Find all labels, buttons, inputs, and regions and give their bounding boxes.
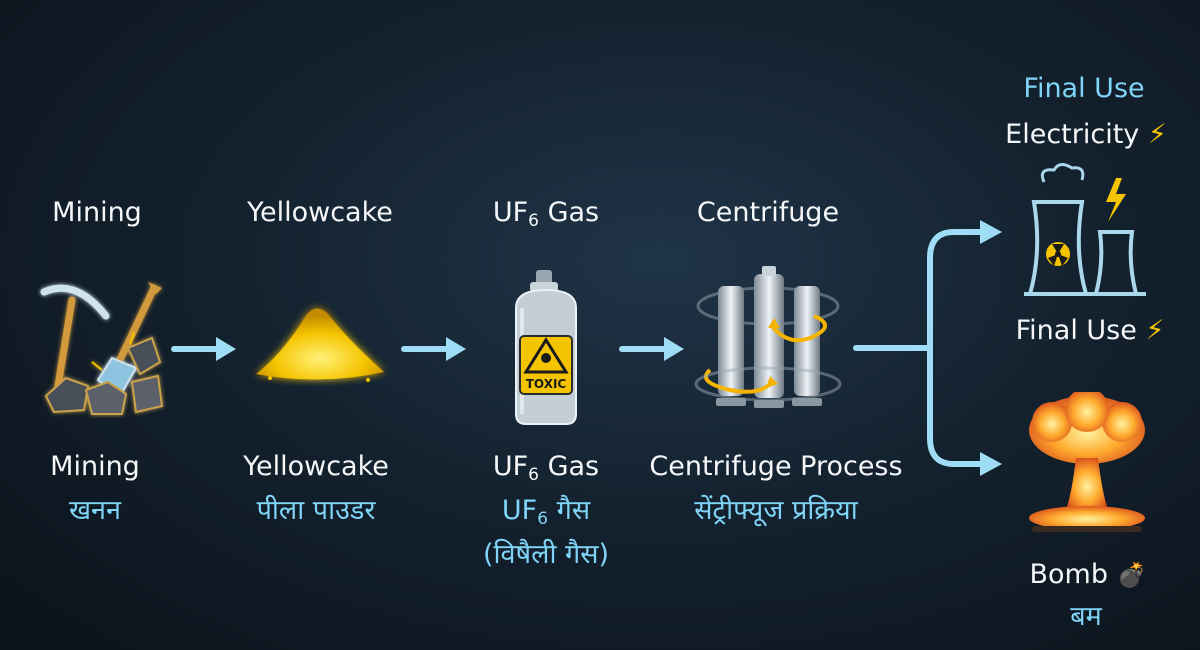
centrifuge-hi-label: सेंट्रीफ्यूज प्रक्रिया <box>694 495 858 526</box>
arrow-uf6-to-centrifuge <box>619 337 684 361</box>
cylinder-toxic-label: TOXIC <box>526 377 567 391</box>
centrifuge-top-label: Centrifuge <box>696 197 840 228</box>
final-use-label: Final Use ⚡ <box>1015 315 1165 346</box>
mining-top-label: Mining <box>52 197 142 228</box>
powder-pile-icon <box>256 308 384 382</box>
yellowcake-top-label: Yellowcake <box>247 197 393 228</box>
yellowcake-en-label: Yellowcake <box>243 451 389 482</box>
electricity-label: Electricity ⚡ <box>1005 119 1167 150</box>
gas-cylinder-icon: TOXIC <box>515 270 577 425</box>
centrifuge-icon <box>694 266 842 408</box>
mining-hi-label: खनन <box>68 495 122 526</box>
lightning-icon-2: ⚡ <box>1145 315 1165 346</box>
uf6-hi-label: UF6 गैस <box>501 495 591 529</box>
pickaxe-shovel-icon <box>40 282 164 415</box>
branch-arrow <box>853 220 1002 476</box>
mushroom-cloud-icon <box>1029 392 1145 532</box>
arrow-mining-to-yellowcake <box>171 337 236 361</box>
uf6-hi-note: (विषैली गैस) <box>482 539 610 570</box>
lightning-icon: ⚡ <box>1147 119 1167 150</box>
final-use-heading: Final Use <box>1023 73 1145 104</box>
bomb-hindi-label: बम <box>1070 601 1102 632</box>
uf6-top-label: UF6 Gas <box>492 197 600 231</box>
bomb-icon: 💣 <box>1116 561 1147 589</box>
mining-en-label: Mining <box>50 451 140 482</box>
arrow-yellowcake-to-uf6 <box>401 337 466 361</box>
uf6-en-label: UF6 Gas <box>492 451 600 485</box>
yellowcake-hi-label: पीला पाउडर <box>256 495 376 526</box>
centrifuge-en-label: Centrifuge Process <box>649 451 903 482</box>
bomb-label: Bomb 💣 <box>1029 559 1147 590</box>
power-plant-icon <box>1024 163 1146 296</box>
